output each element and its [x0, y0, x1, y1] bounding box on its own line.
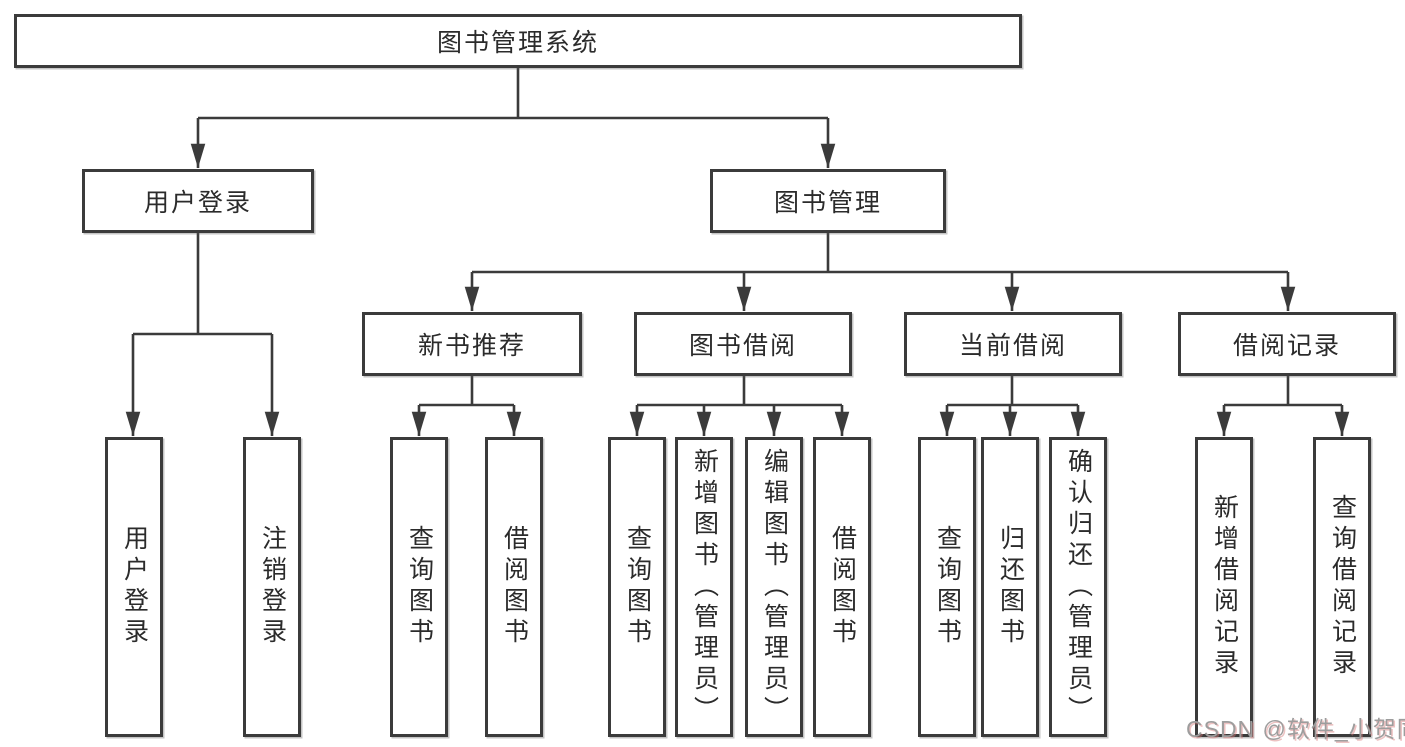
leaf-add-book-admin: 新增图书（管理员）: [675, 437, 733, 737]
leaf-label: 新增图书（管理员）: [690, 447, 719, 727]
leaf-query-borrow-record: 查询借阅记录: [1313, 437, 1371, 737]
leaf-label: 归还图书: [996, 525, 1025, 649]
leaf-edit-book-admin: 编辑图书（管理员）: [745, 437, 803, 737]
leaf-label: 编辑图书（管理员）: [760, 447, 789, 727]
node-current-borrow: 当前借阅: [904, 312, 1122, 376]
node-book-borrow: 图书借阅: [634, 312, 852, 376]
leaf-label: 借阅图书: [828, 525, 857, 649]
leaf-return-books: 归还图书: [981, 437, 1039, 737]
leaf-borrow-books-recommend: 借阅图书: [485, 437, 543, 737]
leaf-label: 新增借阅记录: [1210, 494, 1239, 680]
csdn-watermark: CSDN @软件_小贺同学: [1186, 716, 1405, 742]
node-borrow-records: 借阅记录: [1178, 312, 1396, 376]
leaf-label: 查询图书: [623, 525, 652, 649]
leaf-query-books-current: 查询图书: [918, 437, 976, 737]
leaf-label: 用户登录: [120, 525, 149, 649]
node-new-book-recommend: 新书推荐: [362, 312, 582, 376]
leaf-label: 确认归还（管理员）: [1064, 447, 1093, 727]
leaf-add-borrow-record: 新增借阅记录: [1195, 437, 1253, 737]
leaf-label: 查询借阅记录: [1328, 494, 1357, 680]
leaf-label: 查询图书: [405, 525, 434, 649]
node-user-login: 用户登录: [82, 169, 314, 233]
leaf-borrow-books: 借阅图书: [813, 437, 871, 737]
node-book-management: 图书管理: [710, 169, 946, 233]
leaf-confirm-return-admin: 确认归还（管理员）: [1049, 437, 1107, 737]
leaf-label: 注销登录: [258, 525, 287, 649]
leaf-query-books-borrow: 查询图书: [608, 437, 666, 737]
node-library-management-system: 图书管理系统: [14, 14, 1022, 68]
leaf-query-books-recommend: 查询图书: [390, 437, 448, 737]
leaf-label: 查询图书: [933, 525, 962, 649]
leaf-label: 借阅图书: [500, 525, 529, 649]
leaf-logout-login: 注销登录: [243, 437, 301, 737]
leaf-user-login: 用户登录: [105, 437, 163, 737]
